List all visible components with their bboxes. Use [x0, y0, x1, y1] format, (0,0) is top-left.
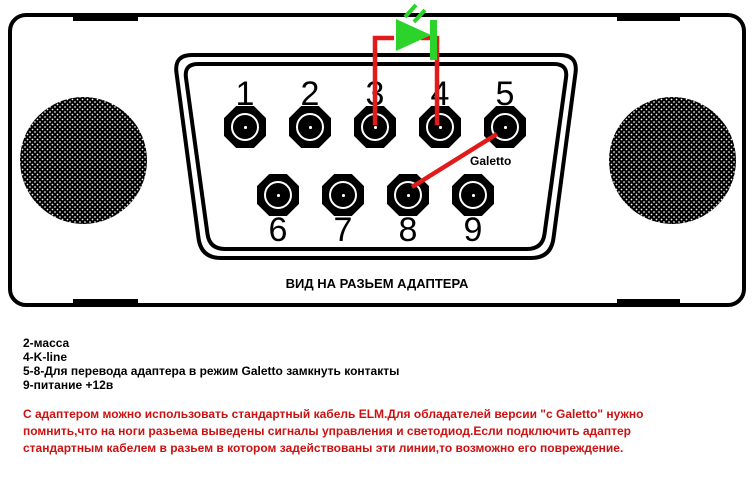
pin-socket-9: [452, 174, 494, 216]
pin-center-dot: [472, 194, 475, 197]
housing-tab-top-right: [617, 14, 680, 21]
pin-number-8: 8: [398, 211, 418, 249]
housing-tab-bottom-left: [73, 299, 138, 306]
pin-number-3: 3: [365, 75, 385, 113]
legend-line: 4-K-line: [23, 350, 68, 364]
pin-number-9: 9: [463, 211, 483, 249]
warning-line: помнить,что на ноги разьема выведены сиг…: [23, 424, 631, 438]
connector-caption: ВИД НА РАЗЬЕМ АДАПТЕРА: [285, 276, 469, 291]
pin-socket-8: [387, 174, 429, 216]
pin-center-dot: [439, 126, 442, 129]
pin-number-2: 2: [300, 75, 320, 113]
pin-socket-6: [257, 174, 299, 216]
screw-hole-left: [20, 97, 147, 224]
legend-line: 2-масса: [23, 336, 70, 350]
pin-number-5: 5: [495, 75, 515, 113]
pin-socket-7: [322, 174, 364, 216]
screw-hole-right: [609, 97, 736, 224]
pin-center-dot: [277, 194, 280, 197]
pin-center-dot: [244, 126, 247, 129]
housing-tab-bottom-right: [617, 299, 680, 306]
legend-line: 5-8-Для перевода адаптера в режим Galett…: [23, 364, 400, 378]
galetto-label: Galetto: [470, 154, 512, 168]
pin-number-7: 7: [333, 211, 353, 249]
pin-center-dot: [407, 194, 410, 197]
pin-number-6: 6: [268, 211, 288, 249]
pin-center-dot: [374, 126, 377, 129]
pin-center-dot: [504, 126, 507, 129]
housing-tab-top-left: [73, 14, 138, 21]
pin-center-dot: [309, 126, 312, 129]
pin-number-4: 4: [430, 75, 450, 113]
warning-line: стандартным кабелем в разьем в котором з…: [23, 441, 624, 455]
pin-number-1: 1: [235, 75, 255, 113]
legend-line: 9-питание +12в: [23, 378, 114, 392]
pin-center-dot: [342, 194, 345, 197]
warning-line: С адаптером можно использовать стандартн…: [23, 407, 644, 421]
